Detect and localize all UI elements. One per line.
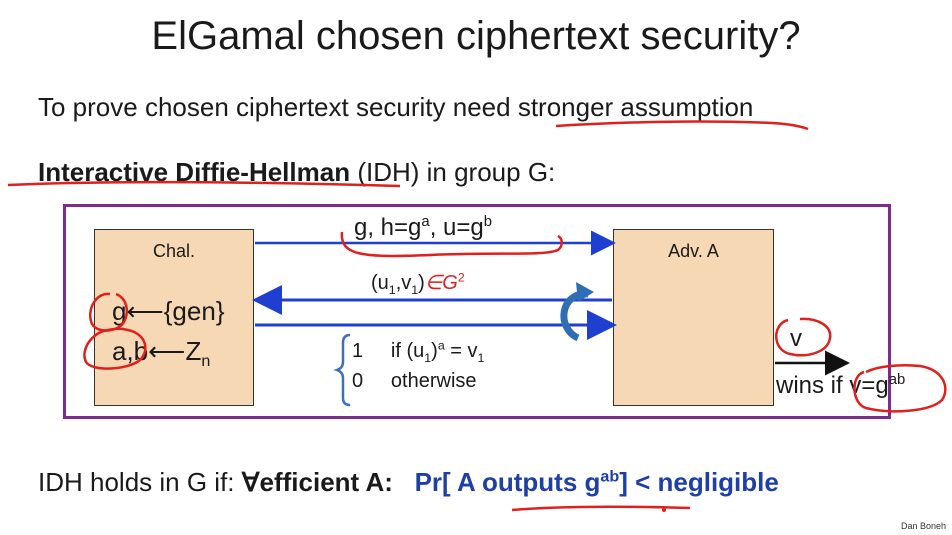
query-message: (u1,v1)∈G2 [371,270,465,297]
idh-heading: Interactive Diffie-Hellman (IDH) in grou… [38,157,555,188]
msg1-part1: g, h=g [354,214,422,241]
idh-rest: (IDH) in group G: [350,157,556,187]
exponent-sampling: a,b⟵Zn [112,336,211,371]
msg2-p1: (u [371,272,389,294]
resp1-sup: a [437,338,445,353]
challenge-message: g, h=ga, u=gb [354,214,492,242]
intro-emphasis: stronger assumption [517,92,754,122]
resp0-value: 0 [352,370,364,392]
statement-forall: ∀efficient A: [241,467,393,497]
ab-arrow: ⟵ [148,336,186,366]
adversary-box [613,229,774,406]
ab-z-sub: n [201,352,211,371]
wins-text: wins if [776,372,850,399]
resp0-text: otherwise [390,370,477,392]
statement-prefix: IDH holds in G if: [38,467,242,497]
resp1-sub: 1 [424,351,432,365]
resp1-text: if (u [390,340,425,362]
adversary-label: Adv. A [668,241,719,261]
msg1-part2: , u=g [429,214,484,241]
response-one: 1 if (u1)a = v1 [352,338,485,365]
win-condition: wins if v=gab [776,372,905,400]
msg2-handwritten: ∈G [424,272,458,294]
output-v: v [790,325,802,352]
intro-lead: To prove chosen ciphertext security need [38,92,518,122]
msg1-sup2: b [483,214,493,230]
resp1-value: 1 [352,340,364,362]
wins-sup: ab [888,372,906,388]
pr-sup: ab [600,467,620,486]
msg2-s2: 1 [411,283,419,297]
pr-part-a: Pr[ A outputs g [414,467,601,497]
msg1-sup1: a [421,214,430,230]
gen-arrow: ⟵ [126,296,164,326]
ab-vars: a,b [112,336,149,366]
annotation-dot [662,508,666,512]
gen-set: {gen} [163,296,225,326]
game-frame [63,204,891,419]
msg2-p3: ) [418,272,425,294]
challenger-label: Chal. [152,241,196,261]
slide-title: ElGamal chosen ciphertext security? [151,14,801,58]
probability-bound: Pr[ A outputs gab] < negligible [415,467,779,497]
msg2-s1: 1 [388,283,396,297]
msg2-hw-sup: 2 [457,270,465,285]
gen-g: g [112,296,127,326]
ab-z: Z [185,336,202,366]
resp1-end-sub: 1 [477,351,485,365]
resp1-mid: ) [431,340,438,362]
wins-v: v=g [849,372,889,399]
idh-name: Interactive Diffie-Hellman [38,157,351,187]
underline-probability [511,505,691,512]
pr-part-b: ] < negligible [619,467,779,497]
intro-text: To prove chosen ciphertext security need… [38,92,753,123]
response-zero: 0 otherwise [352,370,477,393]
author-credit: Dan Boneh [900,521,946,531]
idh-statement: IDH holds in G if: ∀efficient A: Pr[ A o… [38,467,779,498]
generator-sampling: g⟵{gen} [112,296,225,327]
resp1-end: = v [444,340,478,362]
msg2-p2: ,v [395,272,412,294]
